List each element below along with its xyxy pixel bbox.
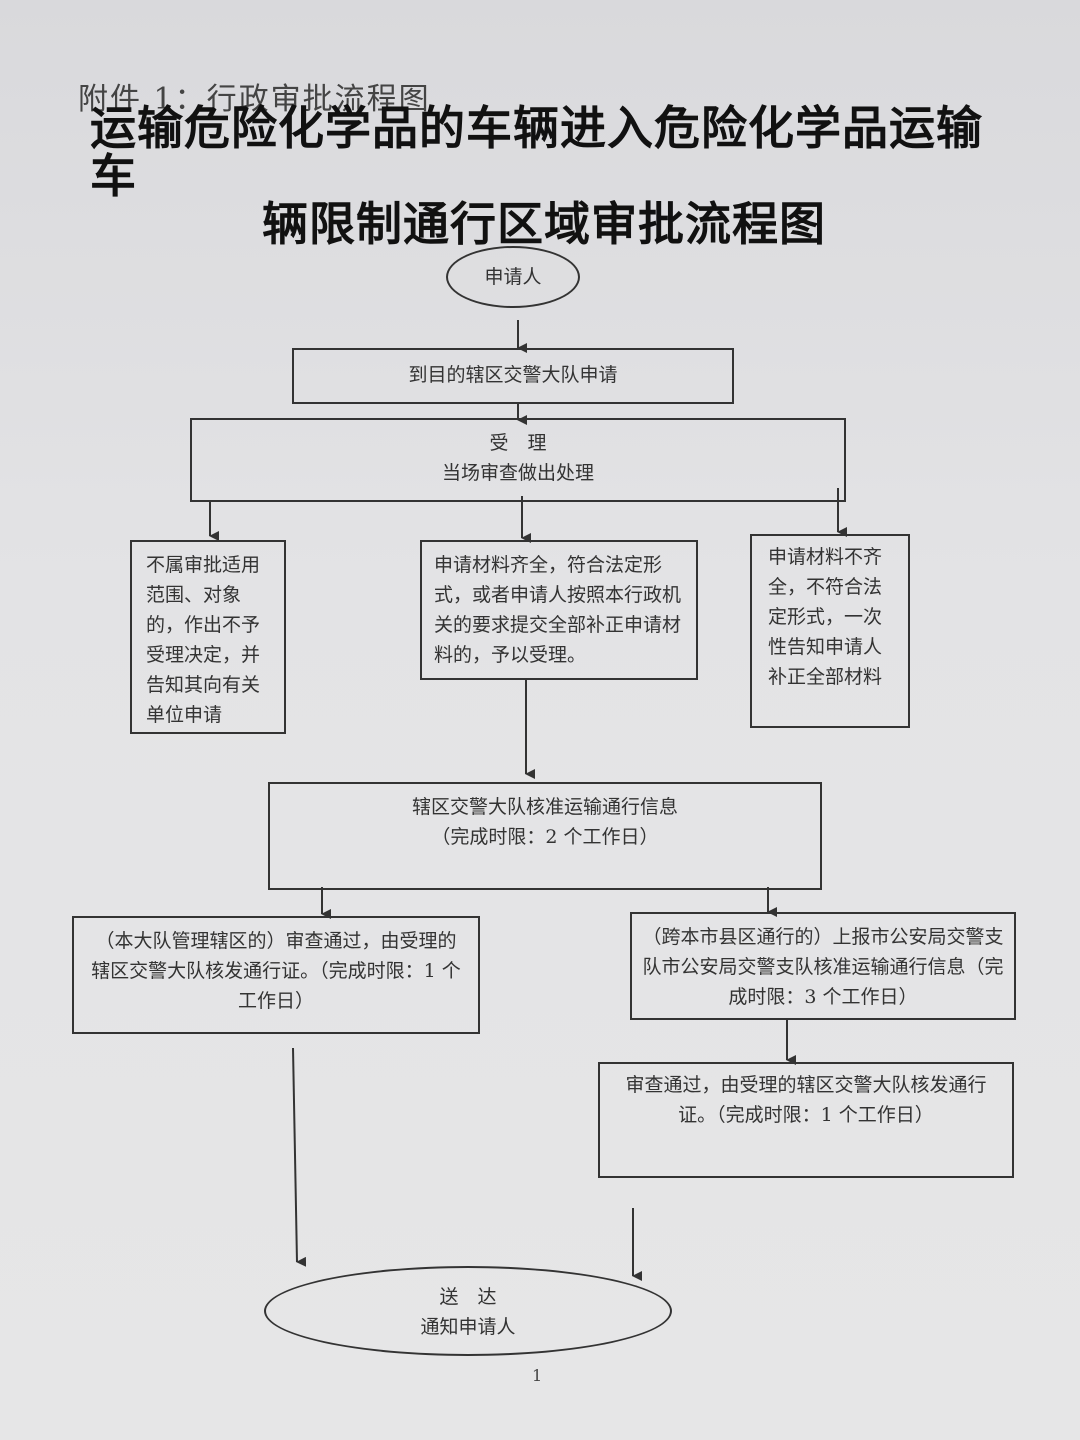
- cross-report-text: （跨本市县区通行的）上报市公安局交警支队市公安局交警支队核准运输通行信息（完成时…: [642, 926, 1004, 1008]
- title-line-1: 运输危险化学品的车辆进入危险化学品运输车: [90, 101, 983, 203]
- arrow-local-to-deliver: [292, 1047, 307, 1267]
- verify-time-limit: （完成时限：2 个工作日）: [431, 826, 659, 848]
- local-pass-text: （本大队管理辖区的）审查通过，由受理的辖区交警大队核发通行证。（完成时限：1 个…: [91, 930, 461, 1012]
- title-line-2: 辆限制通行区域审批流程图: [262, 197, 826, 251]
- accept-node: 受 理 当场审查做出处理: [190, 418, 846, 502]
- page-number: 1: [532, 1366, 543, 1385]
- incomplete-node: 申请材料不齐全，不符合法定形式，一次性告知申请人补正全部材料: [750, 534, 910, 728]
- accept-subtitle: 当场审查做出处理: [441, 462, 594, 484]
- accept-ok-text: 申请材料齐全，符合法定形式，或者申请人按照本行政机关的要求提交全部补正申请材料的…: [434, 554, 682, 666]
- verify-node: 辖区交警大队核准运输通行信息 （完成时限：2 个工作日）: [268, 782, 822, 890]
- applicant-node: 申请人: [446, 246, 580, 308]
- cross-pass-text: 审查通过，由受理的辖区交警大队核发通行证。（完成时限：1 个工作日）: [625, 1074, 987, 1126]
- accept-ok-node: 申请材料齐全，符合法定形式，或者申请人按照本行政机关的要求提交全部补正申请材料的…: [420, 540, 698, 680]
- page-title: 运输危险化学品的车辆进入危险化学品运输车 辆限制通行区域审批流程图: [90, 104, 990, 248]
- reject-text: 不属审批适用范围、对象的，作出不予受理决定，并告知其向有关单位申请: [146, 554, 261, 726]
- deliver-node: 送 达 通知申请人: [264, 1266, 672, 1356]
- accept-title: 受 理: [489, 432, 547, 454]
- cross-pass-node: 审查通过，由受理的辖区交警大队核发通行证。（完成时限：1 个工作日）: [598, 1062, 1014, 1178]
- cross-report-node: （跨本市县区通行的）上报市公安局交警支队市公安局交警支队核准运输通行信息（完成时…: [630, 912, 1016, 1020]
- verify-title: 辖区交警大队核准运输通行信息: [411, 796, 678, 818]
- apply-label: 到目的辖区交警大队申请: [408, 364, 618, 386]
- incomplete-text: 申请材料不齐全，不符合法定形式，一次性告知申请人补正全部材料: [768, 546, 883, 688]
- deliver-title: 送 达: [439, 1286, 497, 1308]
- apply-node: 到目的辖区交警大队申请: [292, 348, 734, 404]
- applicant-label: 申请人: [484, 266, 542, 288]
- reject-node: 不属审批适用范围、对象的，作出不予受理决定，并告知其向有关单位申请: [130, 540, 286, 734]
- deliver-subtitle: 通知申请人: [420, 1316, 516, 1338]
- attachment-label: 附件 1：行政审批流程图: [78, 82, 431, 117]
- local-pass-node: （本大队管理辖区的）审查通过，由受理的辖区交警大队核发通行证。（完成时限：1 个…: [72, 916, 480, 1034]
